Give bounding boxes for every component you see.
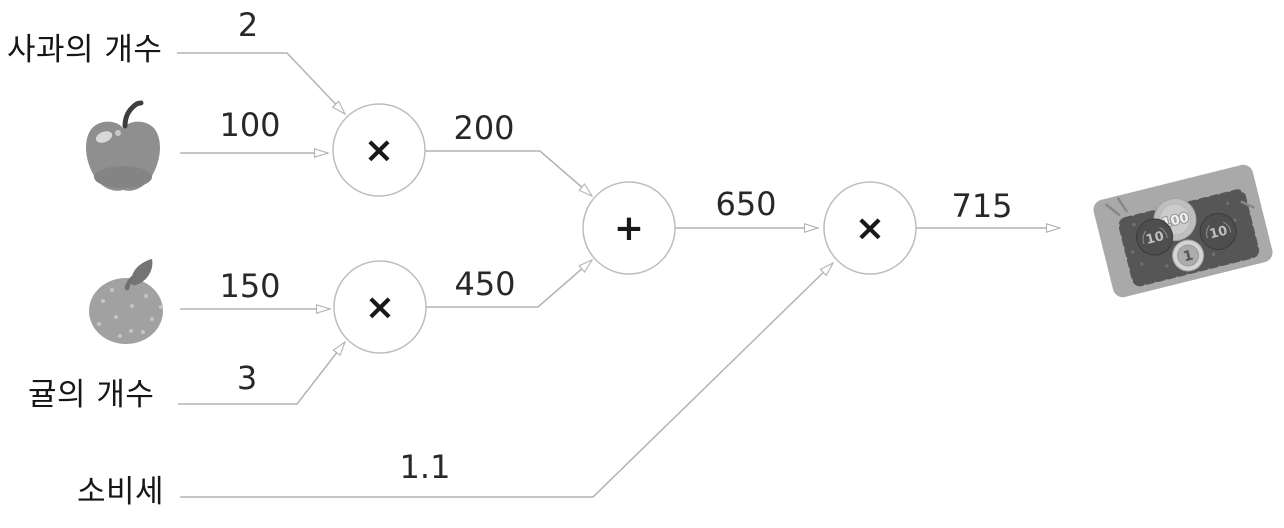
coin-10-left-value: 10	[1144, 229, 1165, 248]
tangerine-count-label: 귤의 개수	[28, 377, 155, 413]
value-apple-price: 100	[219, 106, 281, 144]
node-multiply-apple	[332, 103, 426, 197]
edges	[177, 52, 1062, 498]
node-add	[582, 181, 676, 275]
coin-1: 1	[1172, 239, 1205, 272]
apple-icon	[86, 100, 160, 191]
node-multiply-tax	[823, 181, 917, 275]
apple-count-label: 사과의 개수	[7, 32, 163, 68]
tangerine-body	[89, 278, 163, 344]
apple-shade	[94, 166, 152, 188]
multiply-operator-tangerine: ×	[364, 287, 396, 328]
coin-10-right-value: 10	[1208, 223, 1229, 242]
tangerine-icon	[89, 259, 163, 344]
coin-10-left: 10	[1136, 218, 1174, 256]
value-tangerine-count: 3	[236, 359, 258, 397]
edge-apple-total	[425, 150, 594, 198]
edge-tax	[180, 261, 835, 498]
apple-highlight-dot	[115, 130, 121, 136]
coin-1-value: 1	[1182, 248, 1195, 266]
nodes	[332, 103, 917, 354]
value-tax-rate: 1.1	[399, 448, 451, 486]
value-apple-count: 2	[237, 6, 259, 44]
apple-stem	[122, 100, 144, 129]
value-apple-total: 200	[453, 109, 515, 147]
value-tangerine-price: 150	[219, 267, 281, 305]
add-operator: +	[613, 208, 645, 249]
apple-highlight	[95, 131, 113, 143]
coin-10-right: 10	[1199, 213, 1237, 251]
multiply-operator-apple: ×	[363, 130, 395, 171]
edge-apple-count	[177, 52, 347, 116]
edge-tangerine-count	[178, 340, 347, 405]
money-tray-icon: 100 10 10 1	[1093, 164, 1273, 298]
tray-shine-marks	[1105, 197, 1255, 217]
tangerine-pores	[97, 288, 163, 338]
value-subtotal: 650	[715, 185, 777, 223]
tax-label: 소비세	[77, 474, 165, 510]
tangerine-leaf	[131, 259, 153, 286]
edge-tangerine-total	[426, 258, 594, 308]
node-multiply-tangerine	[333, 260, 427, 354]
value-tangerine-total: 450	[454, 265, 516, 303]
multiply-operator-tax: ×	[854, 208, 886, 249]
value-total: 715	[951, 187, 1013, 225]
